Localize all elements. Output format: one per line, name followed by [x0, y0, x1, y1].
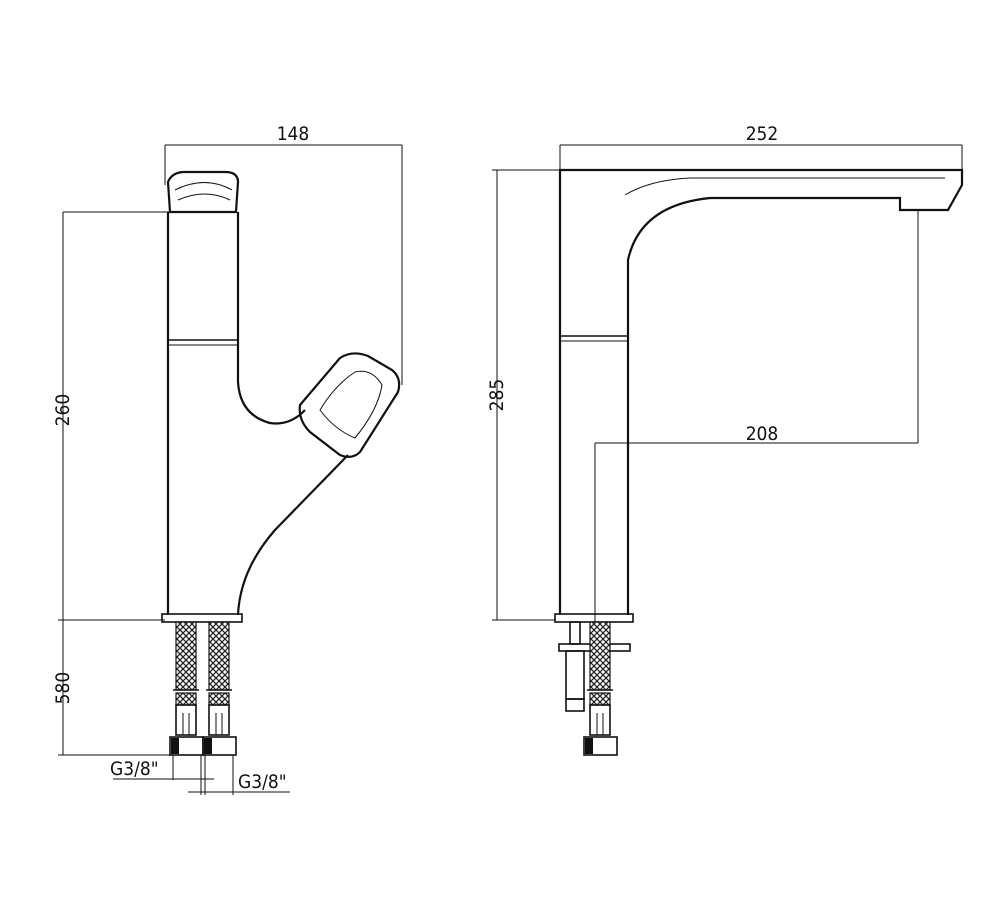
base-plate-side	[554, 613, 634, 623]
dim-label-285: 285	[486, 379, 508, 412]
dimension-252: 252	[559, 123, 963, 170]
faucet-body	[166, 212, 306, 615]
spout-body	[558, 168, 964, 615]
dimension-208: 208	[594, 210, 919, 640]
dim-label-208: 208	[746, 423, 779, 445]
dimension-148: 148	[164, 123, 403, 385]
side-view: 252 285 208	[486, 123, 964, 756]
supply-hoses	[169, 621, 237, 756]
lever-handle	[166, 170, 240, 214]
dim-label-260: 260	[52, 394, 74, 427]
dimension-580: 580	[52, 619, 175, 756]
dimension-260: 260	[52, 211, 170, 620]
dim-label-148: 148	[277, 123, 310, 145]
thread-label-right: G3/8"	[238, 771, 287, 793]
dim-label-252: 252	[746, 123, 779, 145]
base-plate	[161, 613, 243, 623]
dim-label-580: 580	[52, 672, 74, 705]
side-knob	[298, 352, 401, 459]
thread-label-left: G3/8"	[110, 758, 159, 780]
front-view: 148 260 580	[52, 123, 403, 795]
dimension-285: 285	[486, 169, 562, 621]
side-connections	[558, 621, 631, 756]
thread-dimensions: G3/8" G3/8"	[110, 755, 290, 795]
